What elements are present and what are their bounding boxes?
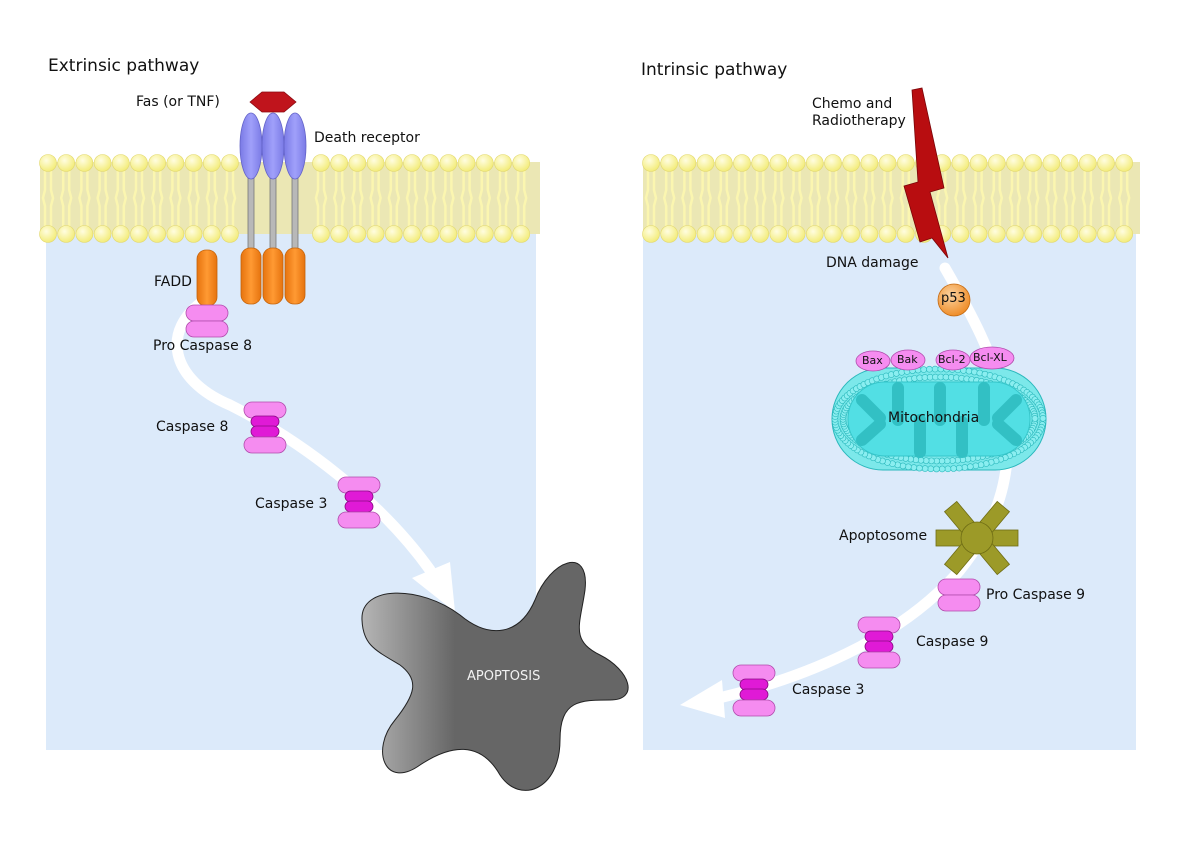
pro-caspase-8-label: Pro Caspase 8 <box>153 338 253 354</box>
extrinsic-pathway-arrow <box>171 294 436 576</box>
bcl-proteins <box>855 346 1015 372</box>
intrinsic-title: Intrinsic pathway <box>641 60 788 80</box>
caspase-8-label: Caspase 8 <box>156 419 229 435</box>
p53-label: p53 <box>941 291 966 306</box>
bak-protein <box>890 349 926 371</box>
chemo-label-line1: Chemo and <box>812 96 893 112</box>
extrinsic-cell-membrane <box>39 154 540 243</box>
apoptotic-cell <box>361 561 629 791</box>
bak-label: Bak <box>897 353 918 366</box>
radiation-lightning-icon <box>903 87 949 259</box>
mitochondria-icon <box>831 365 1047 473</box>
intrinsic-caspase-3-label: Caspase 3 <box>792 682 865 698</box>
intrinsic-cytoplasm <box>643 232 1136 750</box>
extrinsic-caspase-3-label: Caspase 3 <box>255 496 328 512</box>
chemo-label-line2: Radiotherapy <box>812 113 906 129</box>
death-receptor <box>239 112 307 305</box>
intrinsic-arrowhead-icon <box>680 680 725 718</box>
apoptosis-label: APOPTOSIS <box>467 669 541 684</box>
extrinsic-arrowhead-icon <box>412 562 455 612</box>
extrinsic-caspase-3-icon <box>337 476 381 529</box>
pro-caspase-9-label: Pro Caspase 9 <box>986 587 1086 603</box>
bax-protein <box>855 350 891 372</box>
intrinsic-caspase-3-icon <box>732 664 776 717</box>
fadd-protein <box>196 249 218 307</box>
caspase-9-label: Caspase 9 <box>916 634 989 650</box>
bax-label: Bax <box>862 354 883 367</box>
extrinsic-title: Extrinsic pathway <box>48 56 200 76</box>
apoptosome-label: Apoptosome <box>839 528 928 544</box>
dna-damage-label: DNA damage <box>826 255 919 271</box>
caspase-9-icon <box>857 616 901 669</box>
fas-ligand-icon <box>249 91 297 113</box>
pro-caspase-9-icon <box>937 578 981 612</box>
mitochondria-label: Mitochondria <box>888 410 980 426</box>
bclxl-label: Bcl-XL <box>973 351 1007 364</box>
caspase-8-icon <box>243 401 287 454</box>
p53-protein-icon <box>937 283 971 317</box>
bclxl-protein <box>969 346 1015 370</box>
pro-caspase-8-icon <box>185 304 229 338</box>
intrinsic-cell-membrane <box>642 154 1140 243</box>
fas-ligand-label: Fas (or TNF) <box>136 94 220 110</box>
fadd-label: FADD <box>154 274 192 290</box>
death-receptor-label: Death receptor <box>314 130 420 146</box>
bcl2-label: Bcl-2 <box>938 353 966 366</box>
apoptosome-icon <box>935 500 1019 576</box>
